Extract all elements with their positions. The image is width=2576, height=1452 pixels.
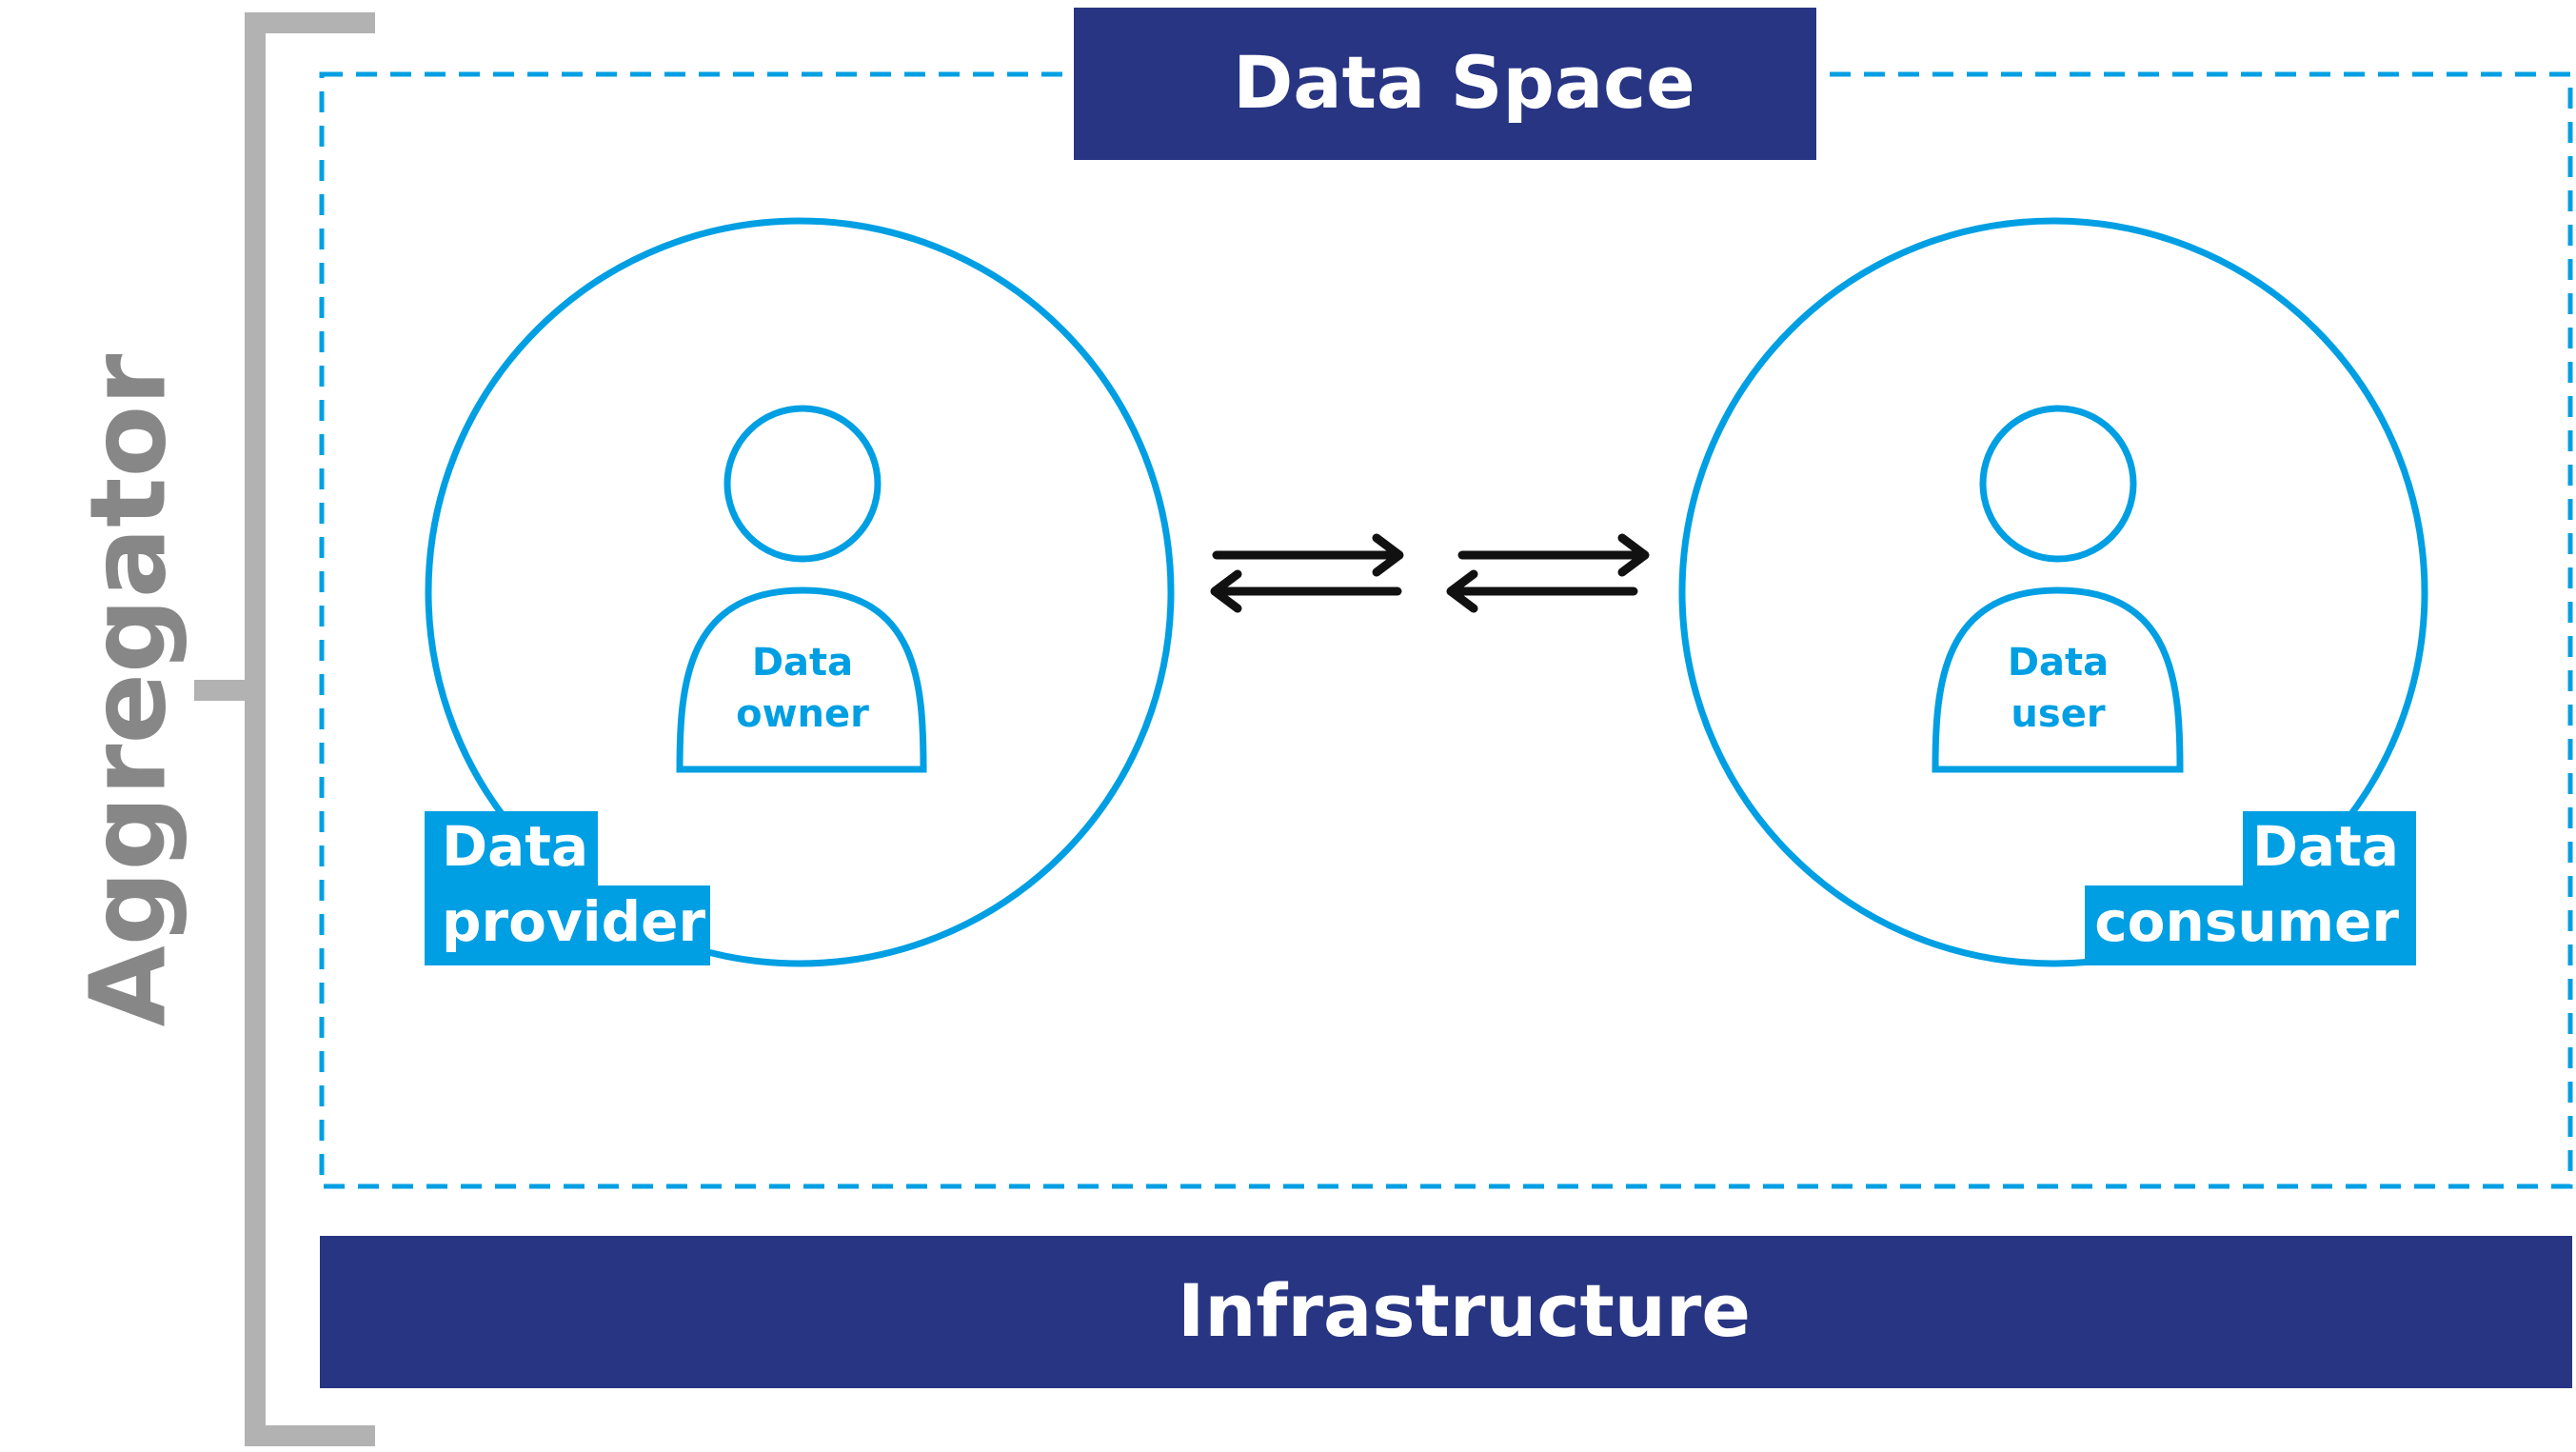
arrow-left-head [1210, 569, 1242, 613]
data-consumer-group: Data user Data consumer [1678, 217, 2428, 967]
data-provider-label-line2: provider [442, 889, 706, 954]
infrastructure-box [320, 1236, 2572, 1388]
data-user-label-line1: Data [2008, 641, 2109, 685]
data-owner-label-line2: owner [736, 692, 869, 736]
data-space-header-box [1074, 8, 1816, 160]
person-head-icon [723, 405, 882, 563]
data-provider-tag-top [425, 811, 598, 889]
arrow-left-head [1446, 569, 1478, 613]
data-space-boundary [319, 71, 2573, 1189]
data-provider-circle [425, 217, 1175, 967]
data-space-title: Data Space [1233, 40, 1694, 125]
data-owner-person-icon: Data owner [676, 405, 927, 773]
data-consumer-tag-bottom [2085, 885, 2416, 965]
data-user-label-line2: user [2011, 692, 2105, 736]
data-consumer-tag: Data consumer [2085, 811, 2416, 965]
person-body-icon [676, 587, 927, 773]
data-consumer-label-line1: Data [2252, 814, 2399, 879]
person-head-icon [1979, 405, 2137, 563]
data-provider-tag: Data provider [425, 811, 710, 965]
data-provider-tag-bottom [425, 885, 710, 965]
bidirectional-arrow-icon [1446, 533, 1650, 613]
arrow-right-head [1372, 533, 1404, 577]
data-provider-group: Data owner Data provider [425, 217, 1175, 967]
aggregator-bracket [194, 12, 375, 1446]
aggregator-bracket-line [245, 12, 375, 1446]
arrow-right-head [1617, 533, 1650, 577]
infrastructure-bar: Infrastructure [320, 1236, 2572, 1388]
data-provider-label-line1: Data [442, 814, 588, 879]
infrastructure-label: Infrastructure [1178, 1268, 1751, 1353]
aggregator-label: Aggregator [67, 354, 188, 1027]
data-owner-label-line1: Data [752, 641, 853, 685]
data-consumer-label-line2: consumer [2094, 889, 2399, 954]
bidirectional-arrow-icon [1210, 533, 1404, 613]
data-consumer-tag-top [2243, 811, 2416, 889]
data-consumer-circle [1678, 217, 2428, 967]
data-space-header: Data Space [1074, 8, 1816, 160]
person-body-icon [1932, 587, 2184, 773]
data-user-person-icon: Data user [1932, 405, 2184, 773]
